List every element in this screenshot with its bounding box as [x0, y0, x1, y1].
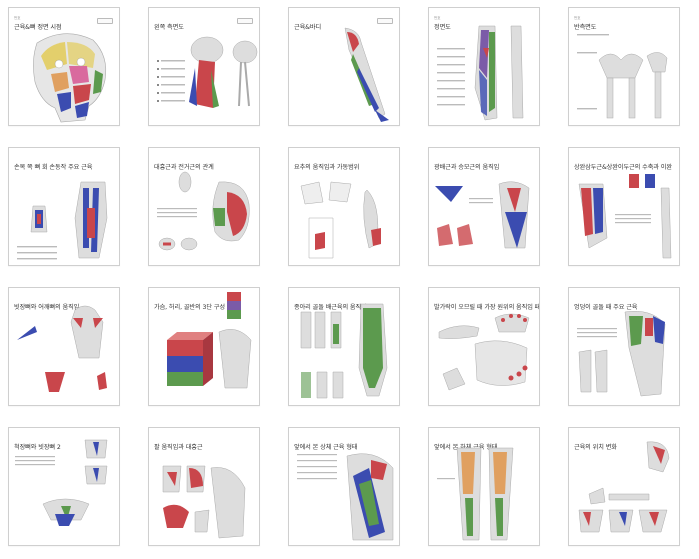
page-thumb-15[interactable]: 엉덩이 골돌 때 주요 근육	[568, 287, 680, 406]
page-title: 팔 움직임과 대흉근	[154, 444, 203, 451]
page-title: 요추의 움직임과 가동범위	[294, 164, 360, 171]
page-thumb-8[interactable]: 요추의 움직임과 가동범위	[288, 147, 400, 266]
page-title: 엉덩이 골돌 때 주요 근육	[574, 304, 638, 311]
page-tag	[97, 18, 113, 24]
page-title: 발가락이 오므릴 때 가장 원위의 움직임 패턴	[434, 304, 540, 311]
page-title: 반측면도	[574, 24, 597, 31]
page-thumb-10[interactable]: 상완삼두근&상완이두근의 수축과 이완	[568, 147, 680, 266]
leg-front-illustration	[437, 25, 524, 121]
arm-muscle-illustration	[344, 27, 389, 122]
page-title: 손목 쪽 뼈 회 손동작 주요 근육	[14, 164, 93, 171]
page-thumb-11[interactable]: 빗장뼈와 어깨뼈의 움직임	[8, 287, 120, 406]
page-thumb-6[interactable]: 손목 쪽 뼈 회 손동작 주요 근육	[8, 147, 120, 266]
muscle-position-change-illustration	[578, 441, 670, 533]
page-sup: 번호	[574, 16, 581, 20]
page-thumb-5[interactable]: 번호 반측면도	[568, 7, 680, 126]
page-thumb-16[interactable]: 척장뼈와 빗장뼈 2	[8, 427, 120, 546]
page-title: 근육&뼈 정면 시점	[14, 24, 62, 31]
page-title: 광배근과 승모근의 움직임	[434, 164, 500, 171]
clavicle-scapula-illustration	[17, 305, 107, 392]
page-title: 척장뼈와 빗장뼈 2	[14, 444, 61, 451]
page-tag	[237, 18, 253, 24]
page-thumb-20[interactable]: 근육의 위치 변화	[568, 427, 680, 546]
page-title: 가슴, 허리, 골반의 3단 구성	[154, 304, 225, 311]
page-thumb-12[interactable]: 가슴, 허리, 골반의 3단 구성	[148, 287, 260, 406]
page-thumb-1[interactable]: 번호 근육&뼈 정면 시점	[8, 7, 120, 126]
page-title: 대흉근과 전거근의 관계	[154, 164, 214, 171]
three-block-illustration	[167, 292, 252, 389]
hip-muscle-illustration	[577, 311, 666, 397]
page-title: 근육&바디	[294, 24, 322, 31]
biceps-triceps-illustration	[578, 174, 672, 259]
page-thumb-2[interactable]: 왼쪽 측면도	[148, 7, 260, 126]
page-title: 왼쪽 측면도	[154, 24, 184, 31]
page-title: 앞에서 본 하체 근육 형태	[434, 444, 498, 451]
page-tag	[377, 18, 393, 24]
page-thumb-3[interactable]: 근육&바디	[288, 7, 400, 126]
lower-body-front-illustration	[437, 447, 514, 541]
neck-side-illustration	[157, 36, 258, 108]
page-title: 근육의 위치 변화	[574, 444, 617, 451]
page-thumb-7[interactable]: 대흉근과 전거근의 관계	[148, 147, 260, 266]
page-thumb-9[interactable]: 광배근과 승모근의 움직임	[428, 147, 540, 266]
page-thumb-14[interactable]: 발가락이 오므릴 때 가장 원위의 움직임 패턴	[428, 287, 540, 406]
calf-muscle-illustration	[300, 303, 388, 399]
page-sup: 번호	[434, 16, 441, 20]
page-title: 빗장뼈와 어깨뼈의 움직임	[14, 304, 80, 311]
chest-serratus-illustration	[157, 171, 250, 251]
page-thumb-17[interactable]: 팔 움직임과 대흉근	[148, 427, 260, 546]
page-title: 앞에서 본 상체 근육 형태	[294, 444, 358, 451]
hand-muscle-illustration	[17, 181, 108, 260]
page-thumb-18[interactable]: 앞에서 본 상체 근육 형태	[288, 427, 400, 546]
page-title: 상완삼두근&상완이두근의 수축과 이완	[574, 164, 672, 171]
foot-bones-illustration	[438, 313, 530, 391]
page-title: 정면도	[434, 24, 451, 31]
page-sup: 번호	[14, 16, 21, 20]
lumbar-illustration	[300, 181, 381, 259]
pelvis-bone-illustration	[577, 34, 668, 119]
page-title: 종아리 골돌 배근육의 움직임	[294, 304, 367, 311]
pectoral-arm-illustration	[162, 465, 246, 539]
page-thumb-19[interactable]: 앞에서 본 하체 근육 형태	[428, 427, 540, 546]
page-thumb-4[interactable]: 번호 정면도	[428, 7, 540, 126]
lats-trapezius-illustration	[435, 181, 530, 249]
page-thumb-13[interactable]: 종아리 골돌 배근육의 움직임	[288, 287, 400, 406]
scapula-rotation-illustration	[15, 439, 108, 526]
upper-body-front-illustration	[297, 453, 394, 541]
skull-muscle-illustration	[33, 33, 107, 123]
